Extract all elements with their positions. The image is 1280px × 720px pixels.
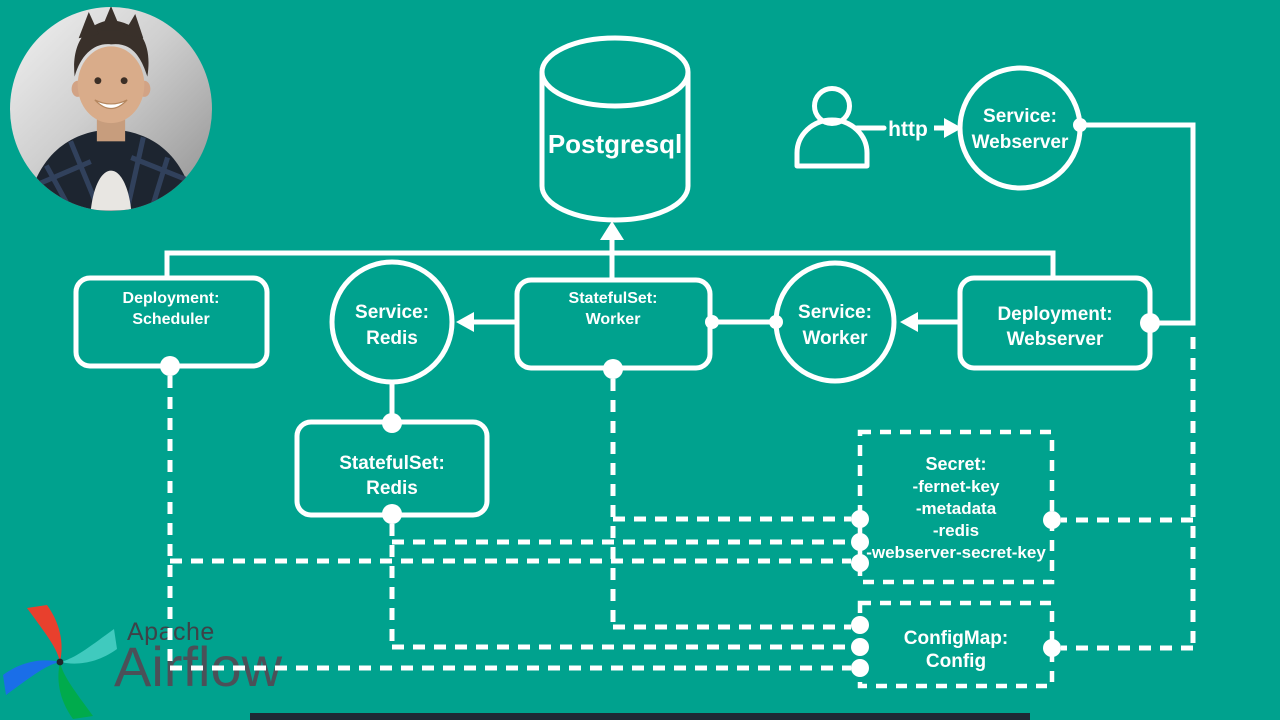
dashed-links: [167, 337, 1196, 671]
hair-spike: [78, 12, 99, 39]
node-statefulset-worker: StatefulSet: Worker: [514, 277, 713, 371]
node-service-redis: Service: Redis: [329, 259, 455, 385]
deployment-webserver-label2: Webserver: [1007, 329, 1104, 350]
eye-left: [94, 77, 102, 85]
connector-dot: [851, 659, 869, 677]
pinwheel-blade-red: [27, 605, 62, 662]
user-head: [812, 86, 852, 126]
tshirt: [90, 170, 132, 210]
webserver-loop-line: [1080, 122, 1196, 326]
secret-item-redis: -redis: [933, 521, 979, 540]
service-worker-label1: Service:: [798, 302, 872, 323]
connector-dot: [851, 554, 869, 572]
statefulset-worker-label1: StatefulSet:: [569, 290, 658, 307]
postgresql-database: Postgresql: [539, 35, 691, 223]
connector-dot: [851, 638, 869, 656]
connector-dot: [851, 533, 869, 551]
service-webserver-circle: [957, 65, 1083, 191]
secret-box: [857, 429, 1055, 585]
secret-item-fernet-key: -fernet-key: [913, 477, 1000, 496]
shirt: [26, 129, 196, 210]
service-webserver-label2: Webserver: [972, 132, 1069, 153]
connector-dot: [382, 504, 402, 524]
postgresql-label: Postgresql: [548, 129, 682, 159]
statefulset-redis-label2: Redis: [366, 478, 418, 499]
connector-dot: [1140, 313, 1160, 333]
eye-right: [120, 77, 128, 85]
bottom-bar: [250, 713, 1030, 720]
deployment-webserver-label1: Deployment:: [997, 304, 1112, 325]
node-configmap: ConfigMap: Config: [857, 600, 1055, 689]
node-deployment-scheduler: Deployment: Scheduler: [73, 275, 270, 369]
cylinder-top: [539, 35, 691, 109]
presenter-portrait: [26, 7, 196, 211]
node-deployment-webserver: Deployment: Webserver: [957, 275, 1153, 371]
plaid-pattern: [33, 136, 193, 211]
presenter-avatar: [10, 7, 212, 211]
pinwheel-blade-cyan: [60, 629, 117, 664]
connector-dot: [851, 510, 869, 528]
connector-dot: [1043, 639, 1061, 657]
node-service-webserver: Service: Webserver: [957, 65, 1083, 191]
pinwheel-blade-green: [58, 662, 93, 719]
connector-dot: [705, 315, 719, 329]
service-webserver-label1: Service:: [983, 106, 1057, 127]
arrow-up-icon: [600, 221, 624, 240]
node-secret: Secret: -fernet-key -metadata -redis -we…: [857, 429, 1055, 585]
secret-item-webserver-secret-key: -webserver-secret-key: [866, 543, 1046, 562]
connector-dot: [160, 356, 180, 376]
smile: [94, 99, 128, 110]
connector-dot: [382, 413, 402, 433]
deployment-scheduler-label2: Scheduler: [132, 311, 209, 328]
service-redis-label1: Service:: [355, 302, 429, 323]
connector-dot: [1043, 511, 1061, 529]
connector-dots: [160, 118, 1160, 677]
connector-dot: [1073, 118, 1087, 132]
user-icon: [794, 86, 870, 169]
pinwheel-center: [56, 658, 64, 666]
deployment-scheduler-label1: Deployment:: [123, 290, 220, 307]
airflow-pinwheel-icon: [3, 605, 117, 719]
service-redis-label2: Redis: [366, 328, 418, 349]
service-worker-label2: Worker: [802, 328, 868, 349]
face: [77, 46, 145, 124]
http-label: http: [888, 118, 928, 141]
configmap-label2: Config: [926, 651, 986, 672]
connector-dot: [851, 616, 869, 634]
hair-spike: [123, 14, 144, 39]
arrow-left-icon: [900, 312, 918, 332]
node-service-worker: Service: Worker: [773, 260, 897, 384]
secret-item-metadata: -metadata: [916, 499, 997, 518]
arrow-right-icon: [944, 118, 962, 138]
statefulset-redis-label1: StatefulSet:: [339, 453, 445, 474]
hair-spike: [100, 7, 122, 31]
configmap-label1: ConfigMap:: [904, 628, 1008, 649]
connector-dot: [769, 315, 783, 329]
secret-title: Secret:: [925, 454, 986, 474]
node-statefulset-redis: StatefulSet: Redis: [294, 419, 490, 518]
connector-dot: [603, 359, 623, 379]
arrow-left-icon: [456, 312, 474, 332]
user-body: [794, 117, 870, 169]
pinwheel-blade-blue: [3, 660, 60, 695]
statefulset-worker-label2: Worker: [586, 311, 641, 328]
cylinder-body: [539, 72, 691, 223]
